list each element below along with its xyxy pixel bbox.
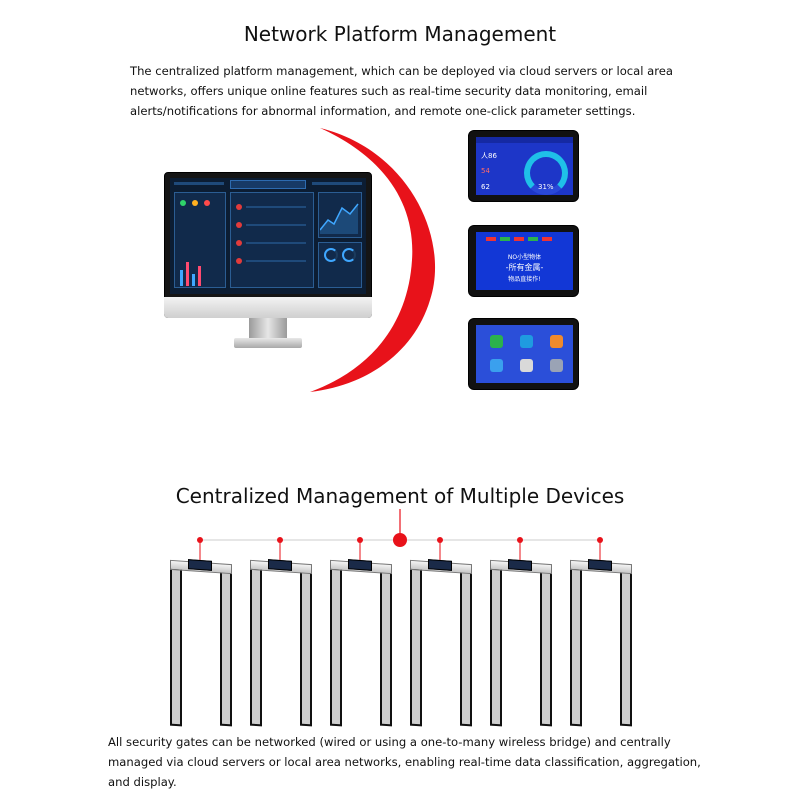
app-icon <box>550 335 563 348</box>
security-gate-icon <box>560 559 640 728</box>
section2-description: All security gates can be networked (wir… <box>108 735 701 789</box>
monitor-icon <box>164 172 372 352</box>
security-gate-icon <box>240 559 320 728</box>
security-gate-icon <box>480 559 560 728</box>
dashboard-screen <box>170 178 366 294</box>
tablet-icon: NO小型物体 -所有金属- 物品直接作! <box>468 225 579 297</box>
tablet2-line-3: 物品直接作! <box>508 276 541 283</box>
tablet2-line-2: -所有金属- <box>505 263 544 272</box>
section1-description: The centralized platform management, whi… <box>130 64 674 118</box>
section1-title: Network Platform Management <box>243 22 557 46</box>
app-icon <box>490 359 503 372</box>
network-links <box>197 509 603 563</box>
hub-node <box>393 533 407 547</box>
app-icon <box>520 359 533 372</box>
tablet1-count-3: 62 <box>481 183 490 191</box>
network-diagram <box>160 505 640 735</box>
app-icon <box>520 335 533 348</box>
tablet1-count-1: 人86 <box>481 152 497 160</box>
tablet2-line-1: NO小型物体 <box>507 254 542 261</box>
tablet-icon <box>468 318 579 390</box>
red-arc-graphic <box>310 128 436 392</box>
progress-ring <box>524 151 568 195</box>
tablet1-percent: 31% <box>538 183 554 191</box>
security-gate-icon <box>400 559 480 728</box>
app-icon <box>490 335 503 348</box>
tablet1-count-2: 54 <box>481 167 490 175</box>
app-icon <box>550 359 563 372</box>
section2-title: Centralized Management of Multiple Devic… <box>175 484 625 508</box>
security-gate-icon <box>320 559 400 728</box>
tablet-icon: 人86 54 62 31% <box>468 130 579 202</box>
security-gate-icon <box>160 559 240 728</box>
